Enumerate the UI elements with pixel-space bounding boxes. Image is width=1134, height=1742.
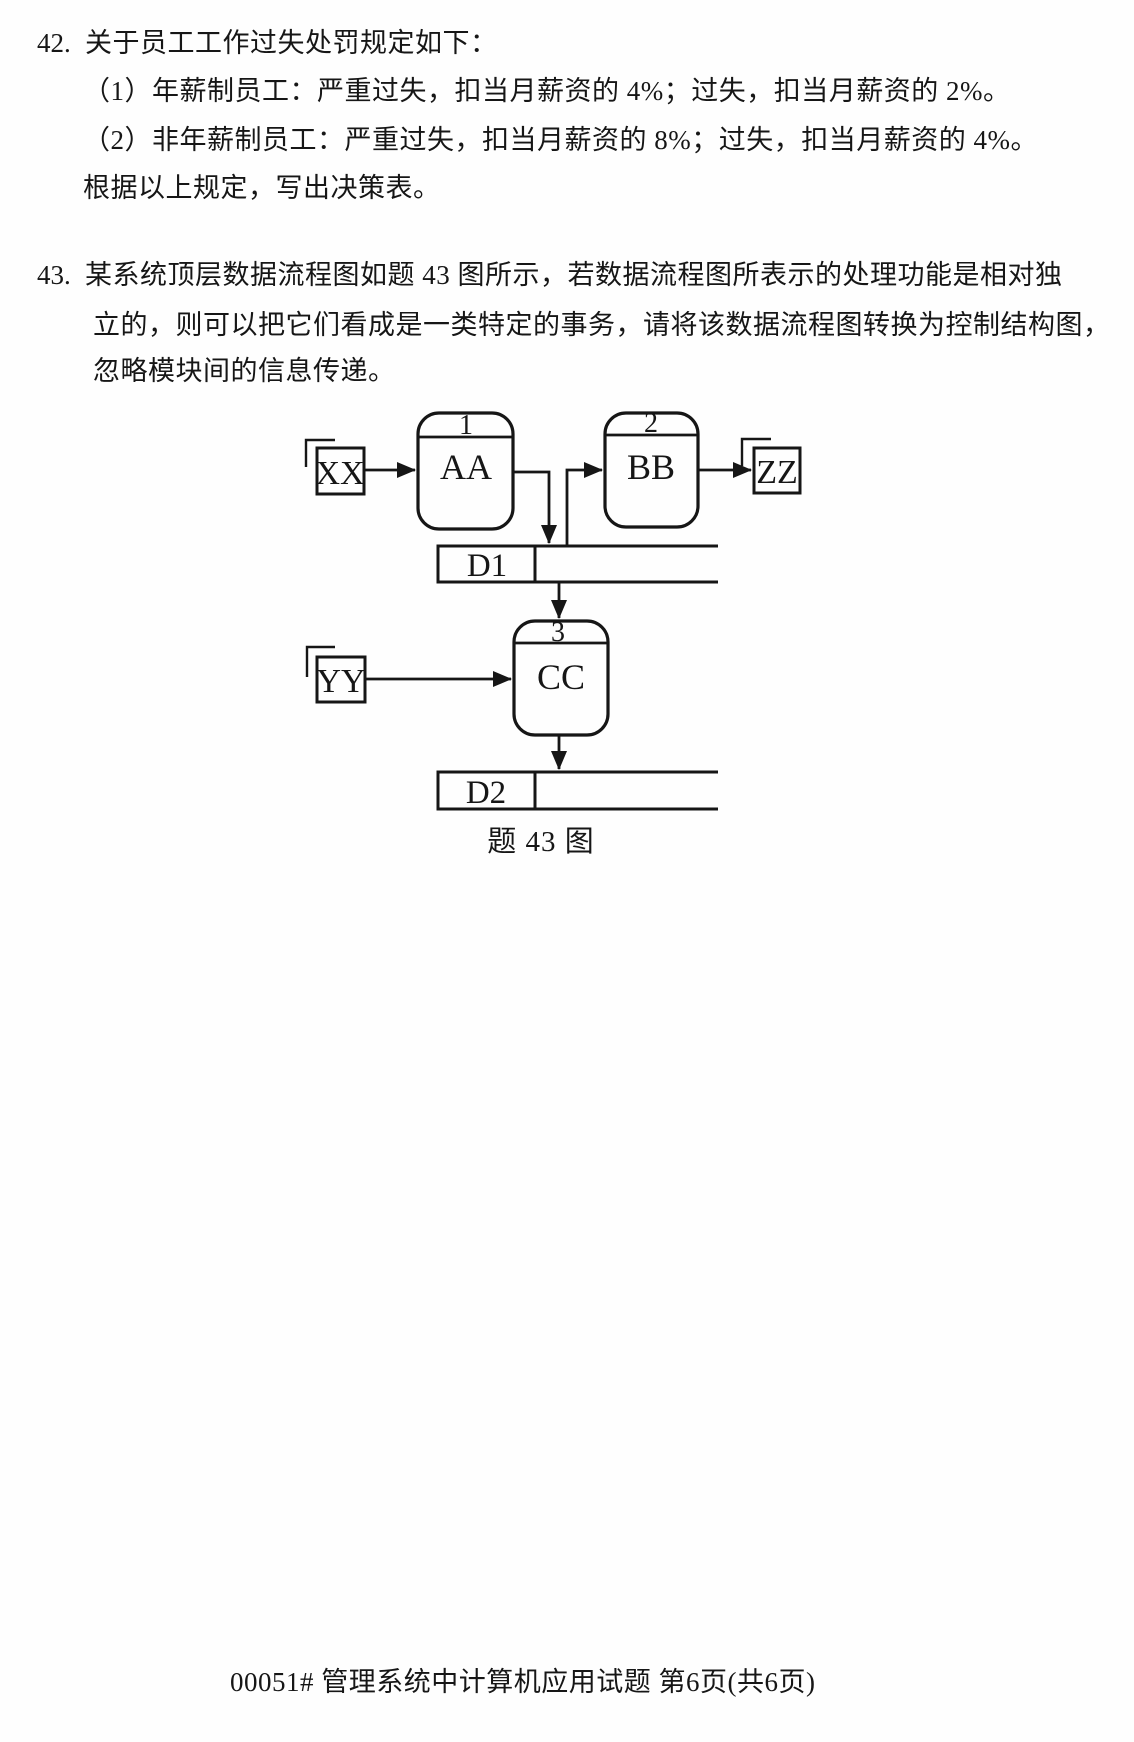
external-entity-xx-label: XX <box>315 455 364 492</box>
process-3-label: CC <box>537 657 585 697</box>
question-43-number: 43. <box>37 260 71 290</box>
data-store-d2-shape <box>436 770 718 811</box>
question-43-line-2: 立的，则可以把它们看成是一类特定的事务，请将该数据流程图转换为控制结构图， <box>93 310 1111 340</box>
process-1-aa: 1 AA <box>416 410 515 531</box>
corner-bracket-icon <box>305 645 335 677</box>
process-1-label: AA <box>440 447 492 487</box>
data-store-d1-label: D1 <box>467 548 507 584</box>
question-43-line-1: 某系统顶层数据流程图如题 43 图所示，若数据流程图所表示的处理功能是相对独 <box>85 260 1063 290</box>
data-store-d2-label: D2 <box>466 775 506 811</box>
flow-aa-to-d1 <box>513 470 557 544</box>
data-store-d1-shape <box>436 544 718 584</box>
corner-bracket-icon <box>740 437 771 466</box>
question-42-number: 42. <box>37 28 71 58</box>
process-2-number: 2 <box>644 408 658 439</box>
external-entity-yy-label: YY <box>316 663 365 700</box>
process-1-number: 1 <box>459 410 473 441</box>
figure-caption: 题 43 图 <box>487 826 595 858</box>
external-entity-yy: YY <box>305 645 367 704</box>
data-store-d1: D1 <box>436 544 718 584</box>
external-entity-zz-box <box>752 446 802 495</box>
question-43-line-3: 忽略模块间的信息传递。 <box>93 356 396 386</box>
process-2-label: BB <box>627 447 675 487</box>
process-3-cc: 3 CC <box>512 617 610 737</box>
question-42-item-3: 根据以上规定，写出决策表。 <box>83 173 441 203</box>
question-42-item-2: （2）非年薪制员工：严重过失，扣当月薪资的 8%；过失，扣当月薪资的 4%。 <box>83 125 1038 155</box>
flow-d1-to-bb <box>565 462 603 546</box>
question-42-item-1: （1）年薪制员工：严重过失，扣当月薪资的 4%；过失，扣当月薪资的 2%。 <box>83 76 1011 106</box>
page-footer: 00051# 管理系统中计算机应用试题 第6页(共6页) <box>230 1667 816 1697</box>
question-42-intro: 关于员工工作过失处罚规定如下： <box>85 28 498 58</box>
external-entity-xx: XX <box>304 438 366 496</box>
corner-bracket-icon <box>304 438 335 467</box>
external-entity-zz: ZZ <box>740 437 802 495</box>
data-store-d2: D2 <box>436 770 718 811</box>
data-flow-diagram: XX 1 AA 2 BB ZZ D1 <box>304 408 802 858</box>
process-3-cc-box <box>512 619 610 737</box>
process-3-number: 3 <box>551 617 565 648</box>
process-2-bb: 2 BB <box>603 408 700 529</box>
external-entity-zz-label: ZZ <box>756 454 798 491</box>
